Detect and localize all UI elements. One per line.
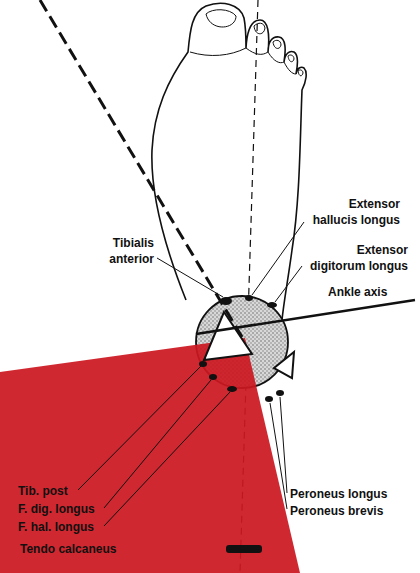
part-label: Ankle axis (328, 284, 387, 300)
part-label: F. hal. longus (18, 519, 94, 535)
ankle-axis-line (196, 300, 415, 334)
part-label: Tendo calcaneus (20, 541, 116, 557)
posterior-region (0, 338, 300, 573)
part-label: Extensor hallucis longus (305, 196, 400, 228)
tibia-section (204, 312, 252, 360)
leader-lines (78, 222, 304, 526)
part-label: Peroneus longus (290, 486, 387, 502)
part-label: Peroneus brevis (290, 503, 383, 519)
foot-outline (152, 3, 306, 320)
tibial-axis-dashed (40, 0, 245, 342)
fibula-section (274, 352, 294, 378)
part-label: F. dig. longus (18, 501, 95, 517)
part-label: Extensor digitorum longus (303, 242, 408, 274)
part-label: Tib. post (18, 483, 68, 499)
toe-nails (190, 10, 303, 76)
part-label: Tibialis anterior (102, 235, 154, 267)
